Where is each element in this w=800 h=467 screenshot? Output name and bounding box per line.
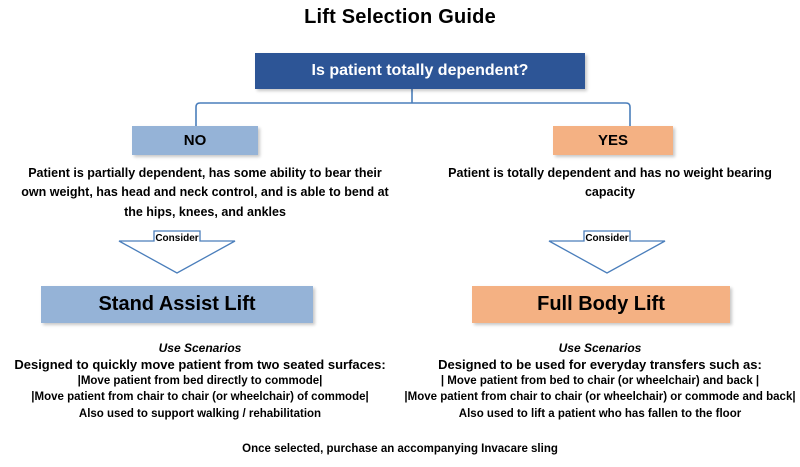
consider-label-right: Consider [585, 233, 629, 244]
use-scenarios-stand-assist: Use Scenarios Designed to quickly move p… [6, 341, 394, 422]
use-scenario-item: |Move patient from bed directly to commo… [77, 375, 323, 387]
root-question-label: Is patient totally dependent? [311, 62, 529, 79]
recommendation-full-body-lift[interactable]: Full Body Lift [472, 286, 730, 323]
use-scenario-item: Also used to lift a patient who has fall… [458, 407, 742, 420]
recommendation-stand-assist-lift[interactable]: Stand Assist Lift [41, 286, 313, 323]
use-scenario-item: |Move patient from chair to chair (or wh… [404, 391, 796, 404]
branch-yes-description: Patient is totally dependent and has no … [448, 166, 772, 200]
consider-label-left: Consider [155, 233, 199, 244]
recommendation-stand-assist-lift-label: Stand Assist Lift [98, 293, 256, 315]
branch-no-description: Patient is partially dependent, has some… [21, 166, 389, 219]
page-title: Lift Selection Guide [304, 6, 496, 28]
branch-answer-no[interactable]: NO [132, 126, 258, 155]
footer-note: Once selected, purchase an accompanying … [242, 443, 558, 455]
use-scenario-item: | Move patient from bed to chair (or whe… [440, 375, 760, 387]
branch-answer-yes-label: YES [597, 132, 628, 149]
use-scenarios-lead-left: Designed to quickly move patient from tw… [14, 357, 386, 372]
consider-arrow-left: Consider [118, 230, 236, 274]
branch-answer-no-label: NO [183, 132, 207, 149]
recommendation-full-body-lift-label: Full Body Lift [537, 293, 665, 315]
use-scenarios-heading-left: Use Scenarios [158, 341, 242, 355]
branch-answer-yes[interactable]: YES [553, 126, 673, 155]
use-scenarios-heading-right: Use Scenarios [558, 341, 642, 355]
down-arrow-icon [118, 230, 236, 274]
use-scenarios-full-body: Use Scenarios Designed to be used for ev… [404, 341, 796, 422]
use-scenario-item: |Move patient from chair to chair (or wh… [31, 391, 369, 404]
use-scenarios-lead-right: Designed to be used for everyday transfe… [438, 357, 762, 372]
down-arrow-icon [548, 230, 666, 274]
use-scenario-item: Also used to support walking / rehabilit… [78, 407, 322, 420]
root-question-box[interactable]: Is patient totally dependent? [255, 53, 585, 89]
consider-arrow-right: Consider [548, 230, 666, 274]
